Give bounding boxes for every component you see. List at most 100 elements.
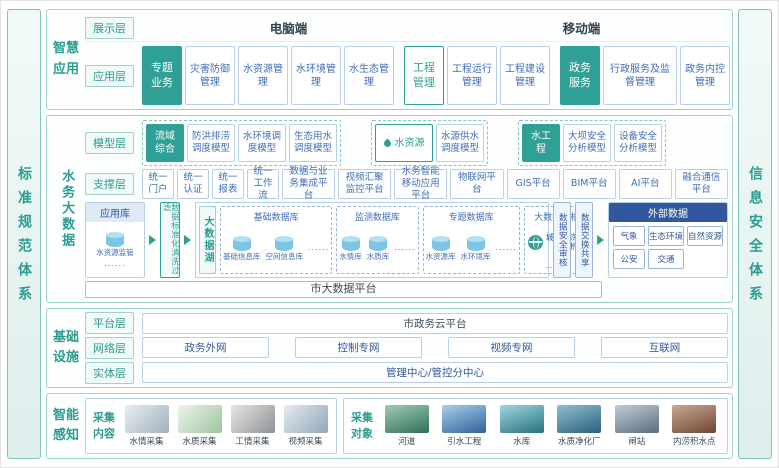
app-item-water-resource: 水资源管理 [238,46,288,106]
thematic-database-title: 专题数据库 [448,213,494,224]
database-caption: 基础信息库 [223,251,261,261]
support-video-platform: 视频汇聚监控平台 [338,169,392,200]
ellipsis-label: ...... [394,243,416,253]
support-unified-report: 统一报表 [212,169,244,200]
network-layer-row: 网络层 政务外网 控制专网 视频专网 互联网 [85,336,728,359]
model-group-basin: 流域综合 防洪排涝调度模型 水环境调度模型 生态用水调度模型 [142,120,341,167]
display-layer-row: 展示层 电脑端 移动端 [85,14,728,42]
basic-database-title: 基础数据库 [253,213,299,224]
model-group-title-text: 水资源 [394,137,425,149]
support-bim-platform: BIM平台 [562,169,616,200]
flow-arrow-icon [597,235,604,246]
photo-caption: 河道 [398,436,416,447]
section-intelligent-perception: 智能感知 采集内容 水情采集 水质采集 [46,392,733,459]
monitoring-database-title: 监测数据库 [354,213,400,224]
monitoring-database-group: 监测数据库 水情库 水质库 ...... [336,206,419,275]
collection-item: 工情采集 [230,404,275,447]
database-caption: 水情库 [339,251,362,261]
collection-object-items: 河道 引水工程 水库 水质净化厂 [380,404,721,447]
database-cylinder-icon [431,235,450,251]
db-item: 水情库 [339,235,362,261]
support-layer-row: 支撑层 统一门户 统一认证 统一报表 统一工作流 数据与业务集成平台 视频汇聚监… [85,166,728,201]
app-item-water-ecology: 水生态管理 [344,46,394,106]
app-item-disaster-defense: 灾害防御管理 [185,46,235,106]
database-cylinder-icon [232,235,251,251]
water-quality-collection-photo [177,404,222,433]
droplet-icon [382,138,392,149]
management-center-bar: 管理中心/管控分中心 [142,362,728,383]
database-cylinder-icon [466,235,485,251]
network-internet: 互联网 [601,337,728,359]
mobile-client-header: 移动端 [562,21,601,36]
support-gis-platform: GIS平台 [506,169,560,200]
section-title-water-big-data: 水务大数据 [59,169,75,250]
gov-cloud-platform-bar: 市政务云平台 [142,312,728,334]
sluice-station-photo [614,404,659,433]
thematic-database-group: 专题数据库 水资源库 水环境库 ...... [422,206,520,275]
application-library-body: 水资源监管 ...... [86,222,144,277]
water-big-data-body: 模型层 流域综合 防洪排涝调度模型 水环境调度模型 生态用水调度模型 水资源 [85,120,728,299]
photo-caption: 视频采集 [288,436,323,447]
support-ai-platform: AI平台 [618,169,672,200]
smart-application-body: 展示层 电脑端 移动端 应用层 专题业务 灾害防御管理 水资源管理 水环境管理 [85,14,730,106]
database-cylinder-icon [106,232,124,248]
model-supply-dispatch: 水源供水调度模型 [436,124,484,163]
application-layer-tag: 应用层 [85,64,134,87]
model-eco-water-dispatch: 生态用水调度模型 [289,124,337,163]
photo-caption: 水库 [513,436,531,447]
collection-content-label: 采集内容 [93,410,115,440]
model-group-title-water-resource: 水资源 [375,124,433,163]
basic-database-group: 基础数据库 基础信息库 空间信息库 ...... [220,206,333,275]
support-data-business-platform: 数据与业务集成平台 [282,166,336,201]
collection-item: 闸站 [614,404,659,447]
app-item-project-operation: 工程运行管理 [447,46,497,106]
data-flow-row: 应用库 水资源监管 ...... 数据标准化清洗过滤 大数据湖 [85,202,728,279]
ellipsis-label: ...... [308,243,330,253]
engineering-condition-collection-photo [230,404,275,433]
app-item-project-construction: 工程建设管理 [500,46,550,106]
group-title-special-business: 专题业务 [142,46,182,106]
section-title-infrastructure: 基础设施 [53,329,80,365]
collection-object-label: 采集对象 [351,410,373,440]
database-cylinder-icon [369,235,388,251]
photo-caption: 内涝积水点 [672,436,716,447]
support-comm-platform: 融合通信平台 [674,169,728,200]
photo-caption: 水质采集 [182,436,217,447]
data-security-audit-box: 数据安全审核 [553,202,571,279]
river-photo [384,404,429,433]
database-caption: 空间信息库 [265,251,304,261]
collection-item: 内涝积水点 [672,404,717,447]
collection-item: 水库 [499,404,544,447]
photo-caption: 引水工程 [447,436,482,447]
external-data-box: 外部数据 气象 生态环境 自然资源 公安 交通 [608,202,728,279]
pc-client-header: 电脑端 [269,21,308,36]
reservoir-photo [499,404,544,433]
entity-layer-tag: 实体层 [85,361,134,384]
group-government-service: 政务服务 行政服务及监督管理 政务内控管理 [560,46,730,106]
collection-object-group: 采集对象 河道 引水工程 水库 [343,397,728,454]
db-item: 水资源库 [426,235,456,261]
support-items: 统一门户 统一认证 统一报表 统一工作流 数据与业务集成平台 视频汇聚监控平台 … [142,166,728,201]
collection-item: 水质净化厂 [557,404,602,447]
external-item-police: 公安 [613,249,645,270]
group-engineering-management: 工程管理 工程运行管理 工程建设管理 [404,46,550,106]
support-mobile-platform: 水务智能移动应用平台 [394,166,448,201]
application-library-box: 应用库 水资源监管 ...... [85,202,145,279]
model-flood-dispatch: 防洪排涝调度模型 [187,124,235,163]
data-cleansing-box: 数据标准化清洗过滤 [160,202,180,279]
flow-arrow-icon [184,235,191,246]
database-caption: 水资源监管 [96,248,134,258]
infrastructure-body: 平台层 市政务云平台 网络层 政务外网 控制专网 视频专网 互联网 实体层 管理… [85,312,728,384]
application-groups: 专题业务 灾害防御管理 水资源管理 水环境管理 水生态管理 工程管理 工程运行管… [142,46,730,106]
ellipsis-label: ...... [104,259,126,269]
application-library-title: 应用库 [86,203,144,223]
section-water-big-data: 水务大数据 模型层 流域综合 防洪排涝调度模型 水环境调度模型 生态用水调度模型 [46,115,733,304]
db-item: 空间信息库 [265,235,304,261]
database-caption: 水环境库 [460,251,491,261]
flow-arrow-icon [149,235,156,246]
external-data-title: 外部数据 [609,203,727,223]
model-layer-tag: 模型层 [85,132,134,155]
basic-database-row: 基础信息库 空间信息库 ...... [223,225,329,270]
network-video-private: 视频专网 [448,337,575,359]
application-layer-row: 应用层 专题业务 灾害防御管理 水资源管理 水环境管理 水生态管理 工程管理 工… [85,46,730,106]
